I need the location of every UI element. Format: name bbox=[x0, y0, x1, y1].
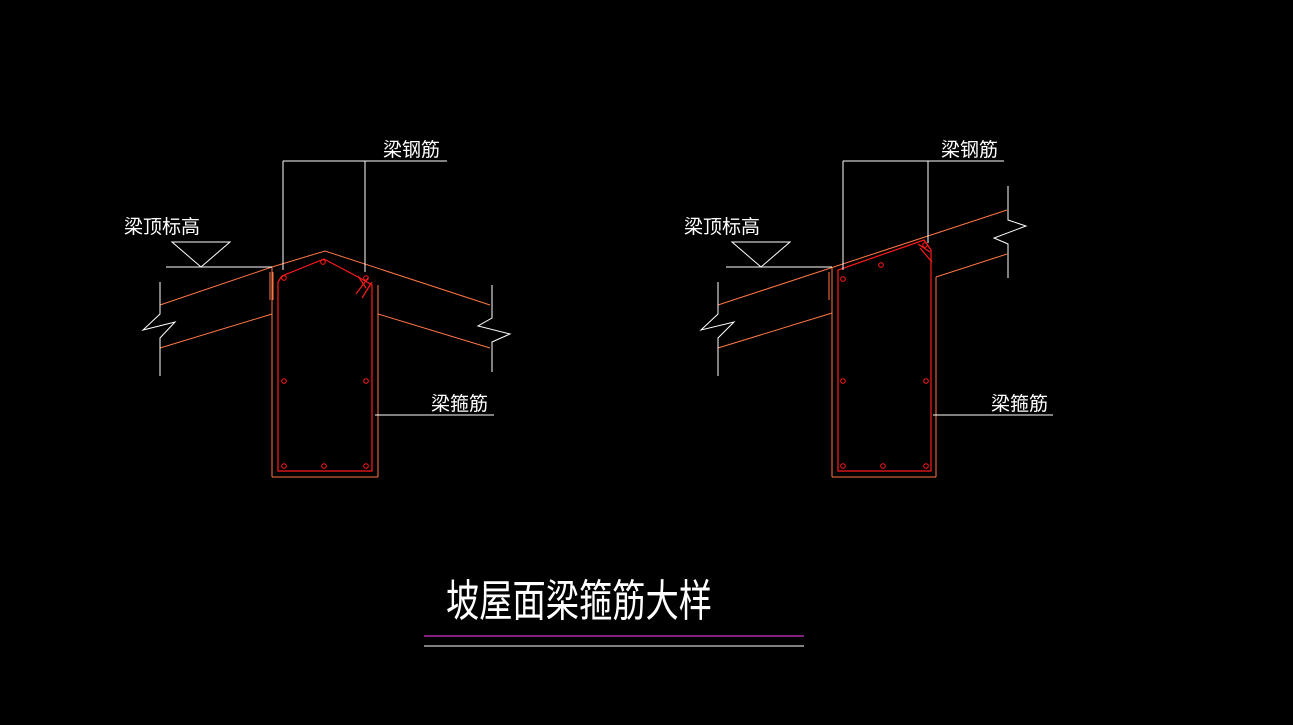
beam-outline bbox=[831, 267, 937, 478]
eave-beam-detail: 梁钢筋 梁顶标高 梁箍筋 bbox=[684, 139, 1053, 478]
rebar-dots bbox=[281, 259, 369, 469]
slab-outline bbox=[159, 250, 491, 349]
stirrup bbox=[837, 239, 933, 472]
ridge-beam-detail: 梁钢筋 梁顶标高 梁箍筋 bbox=[124, 139, 512, 478]
beam-stirrup-label: 梁箍筋 bbox=[431, 393, 488, 415]
drawing-title: 坡屋面梁箍筋大样 bbox=[446, 576, 712, 627]
break-lines bbox=[141, 282, 512, 376]
drawing-title-block: 坡屋面梁箍筋大样 bbox=[424, 576, 804, 647]
beam-stirrup-label: 梁箍筋 bbox=[991, 393, 1048, 415]
beam-rebar-label: 梁钢筋 bbox=[941, 139, 998, 161]
leader-lines bbox=[726, 160, 1053, 416]
beam-rebar-label: 梁钢筋 bbox=[383, 139, 440, 161]
stirrup bbox=[277, 258, 373, 472]
beam-top-elevation-label: 梁顶标高 bbox=[684, 216, 760, 238]
break-lines bbox=[699, 186, 1028, 376]
beam-outline bbox=[271, 267, 379, 478]
slab-outline bbox=[717, 209, 1008, 349]
rebar-dots bbox=[840, 242, 929, 469]
leader-lines bbox=[166, 160, 494, 416]
beam-top-elevation-label: 梁顶标高 bbox=[124, 216, 200, 238]
